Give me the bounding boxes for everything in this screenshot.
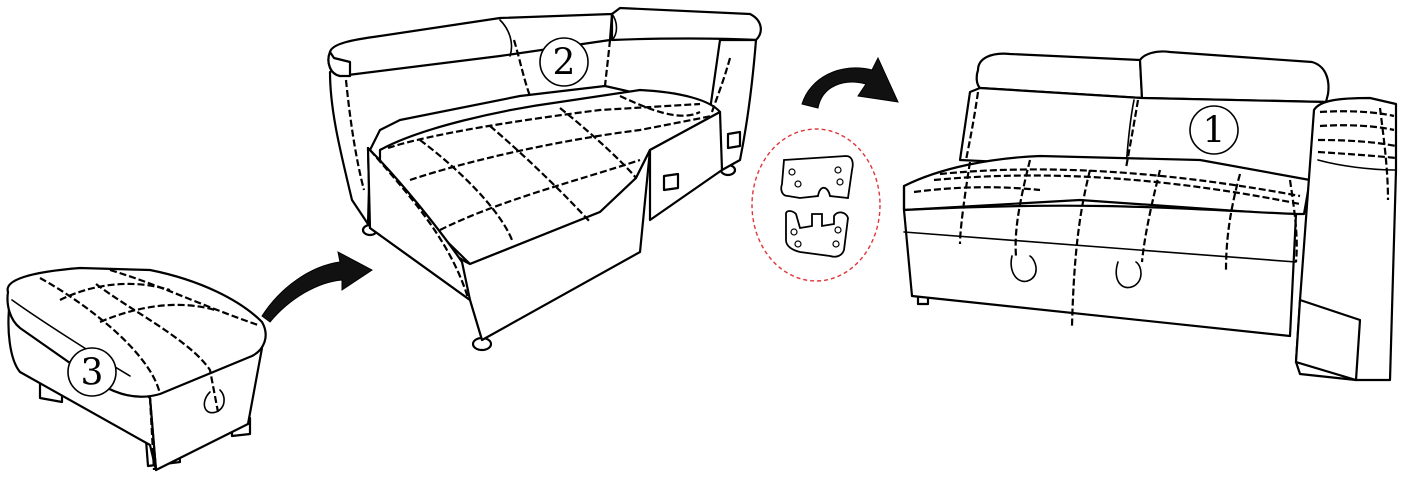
component-number: 2 [553,43,576,84]
stitch-line [95,283,220,413]
stitch-line [39,277,162,395]
chaise-side-panel [648,110,724,222]
chaise-front-panel [366,146,472,302]
stitch-line [419,139,514,241]
connector-bracket-icon [780,155,854,199]
stitch-line [1288,179,1298,263]
corner-base [902,184,1298,338]
stitch-line [964,91,980,161]
stitch-line [1014,159,1032,257]
stitch-line [439,158,641,231]
stitch-line [1378,107,1390,201]
stitch-line [1319,110,1395,118]
component-number-badge [539,37,589,87]
pull-strap [1115,261,1142,289]
component-number: 3 [81,353,104,394]
stitch-line [559,107,637,179]
curved-arrow-icon [261,251,373,323]
component-number-badge [67,347,117,397]
curved-arrow-icon [801,56,899,109]
pull-strap [1010,255,1037,283]
connector-bracket-icon [726,130,742,150]
stitch-line [1224,173,1242,271]
stitch-line [933,174,1301,206]
stitch-line [344,79,366,191]
stitch-line [512,39,532,97]
corner-seat: 1 [902,50,1398,382]
component-number-badge [1189,105,1239,155]
ottoman-cushion [6,266,267,398]
stitch-line [710,57,732,113]
component-number: 1 [1203,111,1226,152]
connector-bracket-icon [785,210,849,258]
stitch-line [1070,169,1092,327]
hardware-highlight-ring [751,128,881,282]
stitch-line [1317,138,1397,148]
stitch-line [99,303,216,324]
stitch-line [603,39,612,87]
stitch-line [1140,169,1162,263]
hardware-callout [751,128,881,282]
stitch-line [387,102,701,150]
stitch-line [619,95,701,117]
corner-headrest [1138,50,1330,104]
pull-strap [203,389,225,414]
stitch-line [1124,99,1140,169]
stitch-line [59,282,171,301]
stitch-line [148,397,156,471]
chaise-headrest [610,6,762,42]
stitch-line [1317,150,1397,160]
chaise-section: 2 [327,6,762,352]
stitch-line [913,186,1041,194]
stitch-line [369,149,470,299]
connector-bracket-icon [662,172,680,192]
stitch-line [1319,124,1395,132]
stitch-line [939,168,1301,198]
stitch-line [958,161,972,245]
storage-ottoman: 3 [6,266,267,472]
stitch-line [109,268,259,327]
